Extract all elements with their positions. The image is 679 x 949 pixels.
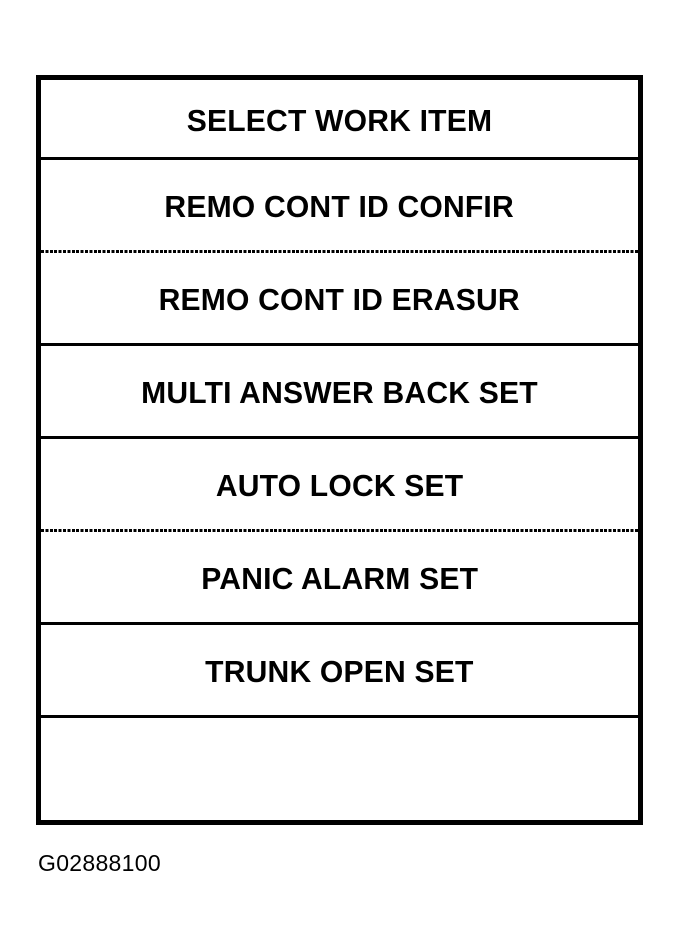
- menu-item-trunk-open-set[interactable]: TRUNK OPEN SET: [41, 625, 638, 718]
- menu-item-label: AUTO LOCK SET: [215, 468, 464, 503]
- figure-caption: G02888100: [38, 850, 161, 876]
- menu-item-panic-alarm-set[interactable]: PANIC ALARM SET: [41, 532, 638, 625]
- menu-item-multi-answer-back-set[interactable]: MULTI ANSWER BACK SET: [41, 346, 638, 439]
- menu-header-label: SELECT WORK ITEM: [186, 102, 493, 138]
- work-item-menu-frame: SELECT WORK ITEM REMO CONT ID CONFIR REM…: [36, 75, 643, 825]
- menu-item-auto-lock-set[interactable]: AUTO LOCK SET: [41, 439, 638, 532]
- menu-item-label: MULTI ANSWER BACK SET: [141, 375, 538, 410]
- menu-item-remo-cont-id-confir[interactable]: REMO CONT ID CONFIR: [41, 160, 638, 253]
- menu-item-label: REMO CONT ID ERASUR: [158, 282, 521, 317]
- menu-item-label: PANIC ALARM SET: [201, 561, 478, 596]
- menu-blank-row: [41, 718, 638, 820]
- menu-item-remo-cont-id-erasur[interactable]: REMO CONT ID ERASUR: [41, 253, 638, 346]
- menu-header-row: SELECT WORK ITEM: [41, 80, 638, 160]
- menu-item-label: REMO CONT ID CONFIR: [164, 189, 515, 224]
- menu-item-label: TRUNK OPEN SET: [205, 654, 474, 689]
